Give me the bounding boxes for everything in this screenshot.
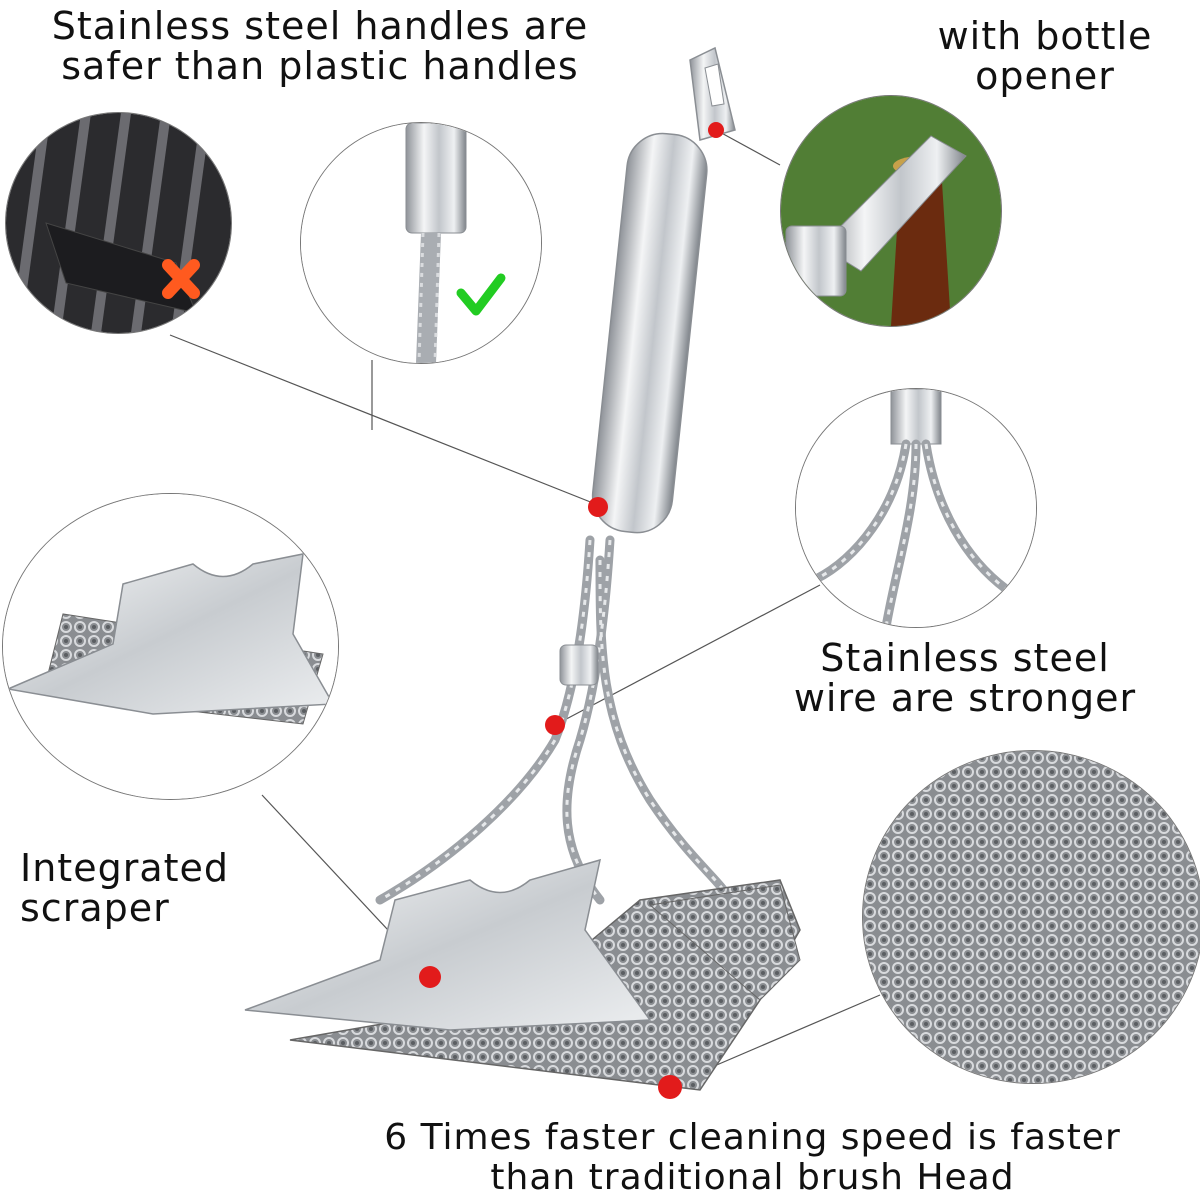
- detail-steel-handle: [300, 122, 542, 364]
- wire-collar: [559, 644, 599, 686]
- detail-brush-head: [862, 750, 1200, 1084]
- detail-bottle-opener: [780, 95, 1002, 327]
- caption-handles-line2: safer than plastic handles: [61, 44, 579, 88]
- caption-speed-line2: than traditional brush Head: [490, 1157, 1015, 1198]
- caption-wire-line1: Stainless steel: [820, 636, 1110, 680]
- caption-opener-line1: with bottle: [937, 14, 1153, 58]
- caption-opener-line2: opener: [975, 54, 1115, 98]
- detail-wire: [795, 388, 1037, 628]
- caption-speed-line1: 6 Times faster cleaning speed is faster: [384, 1117, 1121, 1158]
- twisted-wire-highlight: [379, 539, 732, 902]
- caption-scraper: Integrated scraper: [20, 848, 260, 928]
- marker-opener: [708, 122, 724, 138]
- x-icon: [162, 259, 200, 299]
- marker-wire: [545, 715, 565, 735]
- marker-scraper: [419, 966, 441, 988]
- stainless-handle: [591, 132, 708, 534]
- feature-markers: [419, 122, 724, 1099]
- caption-scraper-line2: scraper: [20, 886, 170, 930]
- marker-handle: [588, 497, 608, 517]
- caption-scraper-line1: Integrated: [20, 846, 229, 890]
- caption-opener: with bottle opener: [915, 16, 1175, 96]
- caption-handles: Stainless steel handles are safer than p…: [10, 6, 630, 86]
- marker-brush-head: [658, 1075, 682, 1099]
- detail-scraper: [2, 493, 339, 800]
- check-icon: [456, 273, 506, 316]
- detail-plastic-handle: [5, 112, 232, 334]
- caption-speed: 6 Times faster cleaning speed is faster …: [310, 1118, 1195, 1198]
- caption-handles-line1: Stainless steel handles are: [51, 4, 589, 48]
- caption-wire-line2: wire are stronger: [793, 676, 1137, 720]
- scraper-plate: [244, 858, 652, 1031]
- caption-wire: Stainless steel wire are stronger: [760, 638, 1170, 718]
